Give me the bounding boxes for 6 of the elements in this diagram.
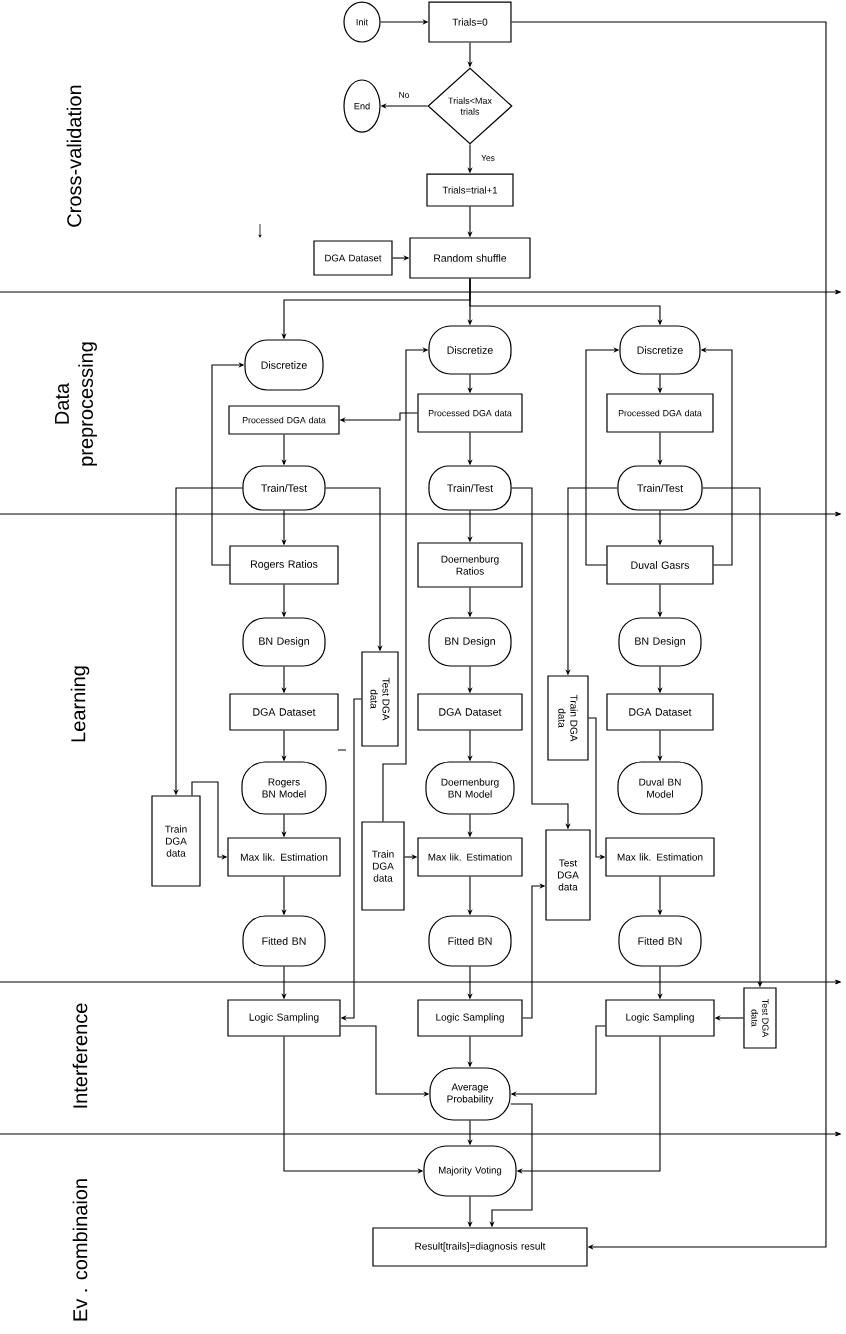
arrow [511,21,827,1250]
section-label: Learning [70,666,90,742]
section-label: Interference [72,1003,88,1108]
section-label: Data preprocessing [55,342,97,466]
section-label: Cross-validation [66,85,82,227]
section-label: Ev . combinaion [72,1179,88,1321]
